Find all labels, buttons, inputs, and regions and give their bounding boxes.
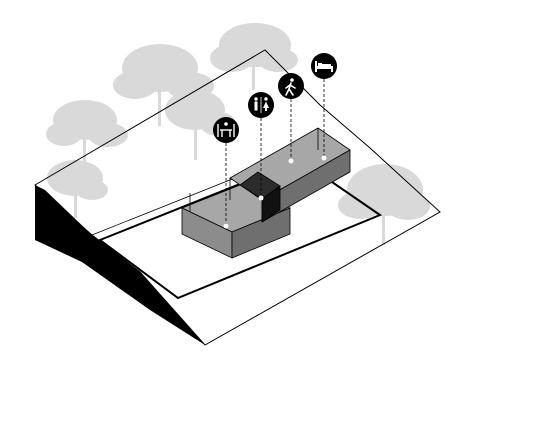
marker-dot-restroom (258, 195, 264, 201)
service-core-side (261, 185, 281, 223)
marker-dot-circulation (288, 158, 294, 164)
dining-table-icon (213, 117, 239, 143)
terrain-top-outline (34, 49, 441, 346)
marker-dot-dining (223, 223, 229, 229)
tree-right (338, 164, 430, 245)
terrain-side-face (35, 185, 205, 345)
marker-dot-sleeping (321, 155, 327, 161)
walking-person-icon (278, 73, 304, 99)
terrain-slab (34, 49, 441, 346)
tree-mid-left (47, 160, 108, 218)
restroom-icon (248, 92, 274, 118)
bed-icon (311, 53, 337, 79)
background-trees (46, 23, 430, 245)
program-markers (213, 53, 337, 229)
tree-top-center (210, 23, 298, 90)
building-platform (97, 158, 383, 300)
tree-left (46, 100, 128, 166)
